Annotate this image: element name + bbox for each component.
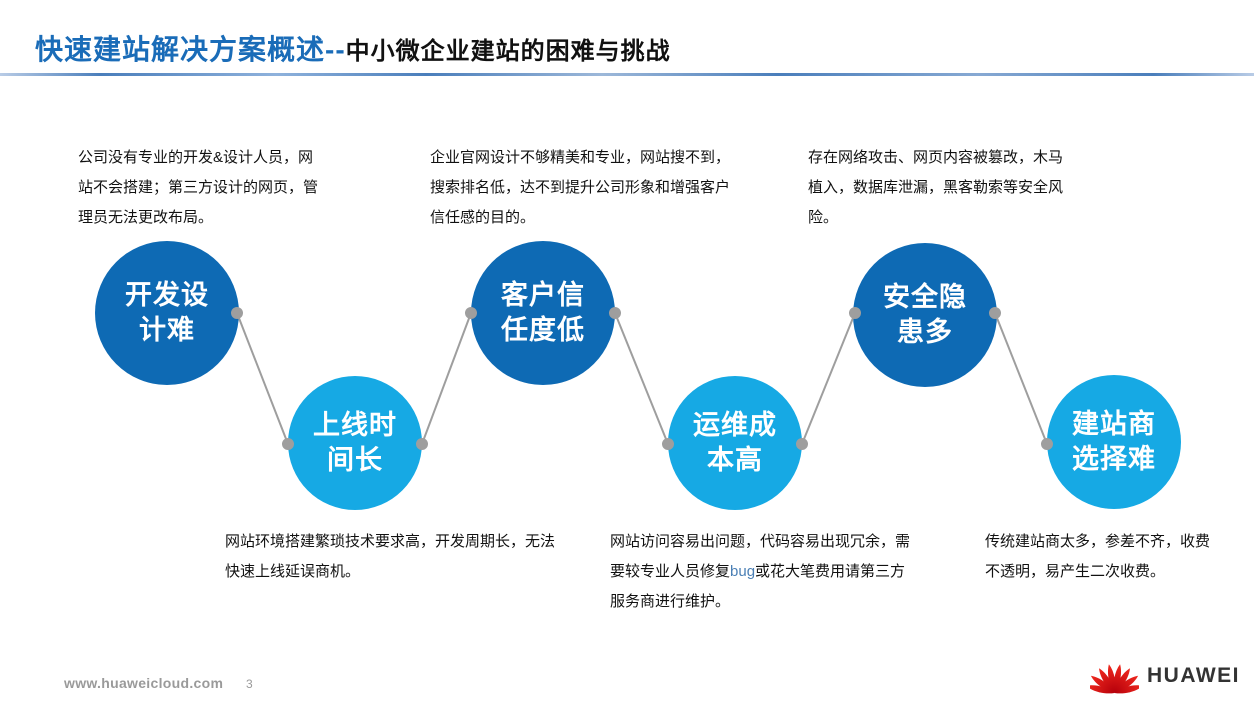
title-divider <box>0 73 1254 76</box>
bubble-launch-time: 上线时 间长 <box>288 376 422 510</box>
bubble-label: 本高 <box>707 445 763 475</box>
bubble-customer-trust: 客户信 任度低 <box>471 241 615 385</box>
title-secondary: 中小微企业建站的困难与挑战 <box>345 38 671 65</box>
page-title: 快速建站解决方案概述--中小微企业建站的困难与挑战 <box>35 28 671 68</box>
bubble-ops-cost: 运维成 本高 <box>668 376 802 510</box>
connector-line <box>801 312 856 445</box>
note-maintenance-bug: bug <box>730 563 756 580</box>
bubble-label: 安全隐 <box>883 282 967 312</box>
bubble-label: 选择难 <box>1072 444 1156 474</box>
bubble-label: 客户信 <box>501 280 585 310</box>
huawei-logo: HUAWEI <box>1090 652 1240 700</box>
footer-url: www.huaweicloud.com <box>64 675 224 691</box>
bubble-label: 开发设 <box>125 280 209 310</box>
huawei-wordmark: HUAWEI <box>1147 664 1240 687</box>
note-maintenance-post: 或花大笔费用请第三方服务商进行维护。 <box>610 563 906 610</box>
note-develop-design: 公司没有专业的开发&设计人员，网站不会搭建；第三方设计的网页，管理员无法更改布局… <box>78 149 319 226</box>
connector-line <box>994 312 1048 445</box>
connector-line <box>236 312 289 445</box>
bubble-label: 间长 <box>327 445 383 475</box>
bubble-label: 患多 <box>897 317 953 347</box>
note-trust: 企业官网设计不够精美和专业，网站搜不到，搜索排名低，达不到提升公司形象和增强客户… <box>430 149 731 226</box>
connector-line <box>421 312 472 445</box>
note-maintenance-pre: 网站访问容易出问题，代码容易出现冗余，需要较专业人员修复 <box>610 533 911 580</box>
title-primary: 快速建站解决方案概述-- <box>35 34 346 65</box>
note-vendor: 传统建站商太多，参差不齐，收费不透明，易产生二次收费。 <box>985 533 1211 580</box>
bubble-label: 任度低 <box>501 315 585 345</box>
page-number: 3 <box>246 677 253 691</box>
huawei-flower-icon <box>1090 663 1139 696</box>
bubble-vendor-choice: 建站商 选择难 <box>1047 375 1181 509</box>
note-maintenance: 网站访问容易出问题，代码容易出现冗余，需要较专业人员修复bug或花大笔费用请第三… <box>610 527 916 617</box>
note-security: 存在网络攻击、网页内容被篡改，木马植入，数据库泄漏，黑客勒索等安全风险。 <box>808 149 1064 226</box>
bubble-label: 上线时 <box>313 410 397 440</box>
note-env-setup: 网站环境搭建繁琐技术要求高，开发周期长，无法快速上线延误商机。 <box>225 533 556 580</box>
bubble-label: 建站商 <box>1072 409 1156 439</box>
bubble-security-risk: 安全隐 患多 <box>853 243 997 387</box>
bubble-label: 计难 <box>139 315 195 345</box>
bubble-label: 运维成 <box>693 410 777 440</box>
connector-line <box>614 312 669 445</box>
bubble-develop-design: 开发设 计难 <box>95 241 239 385</box>
